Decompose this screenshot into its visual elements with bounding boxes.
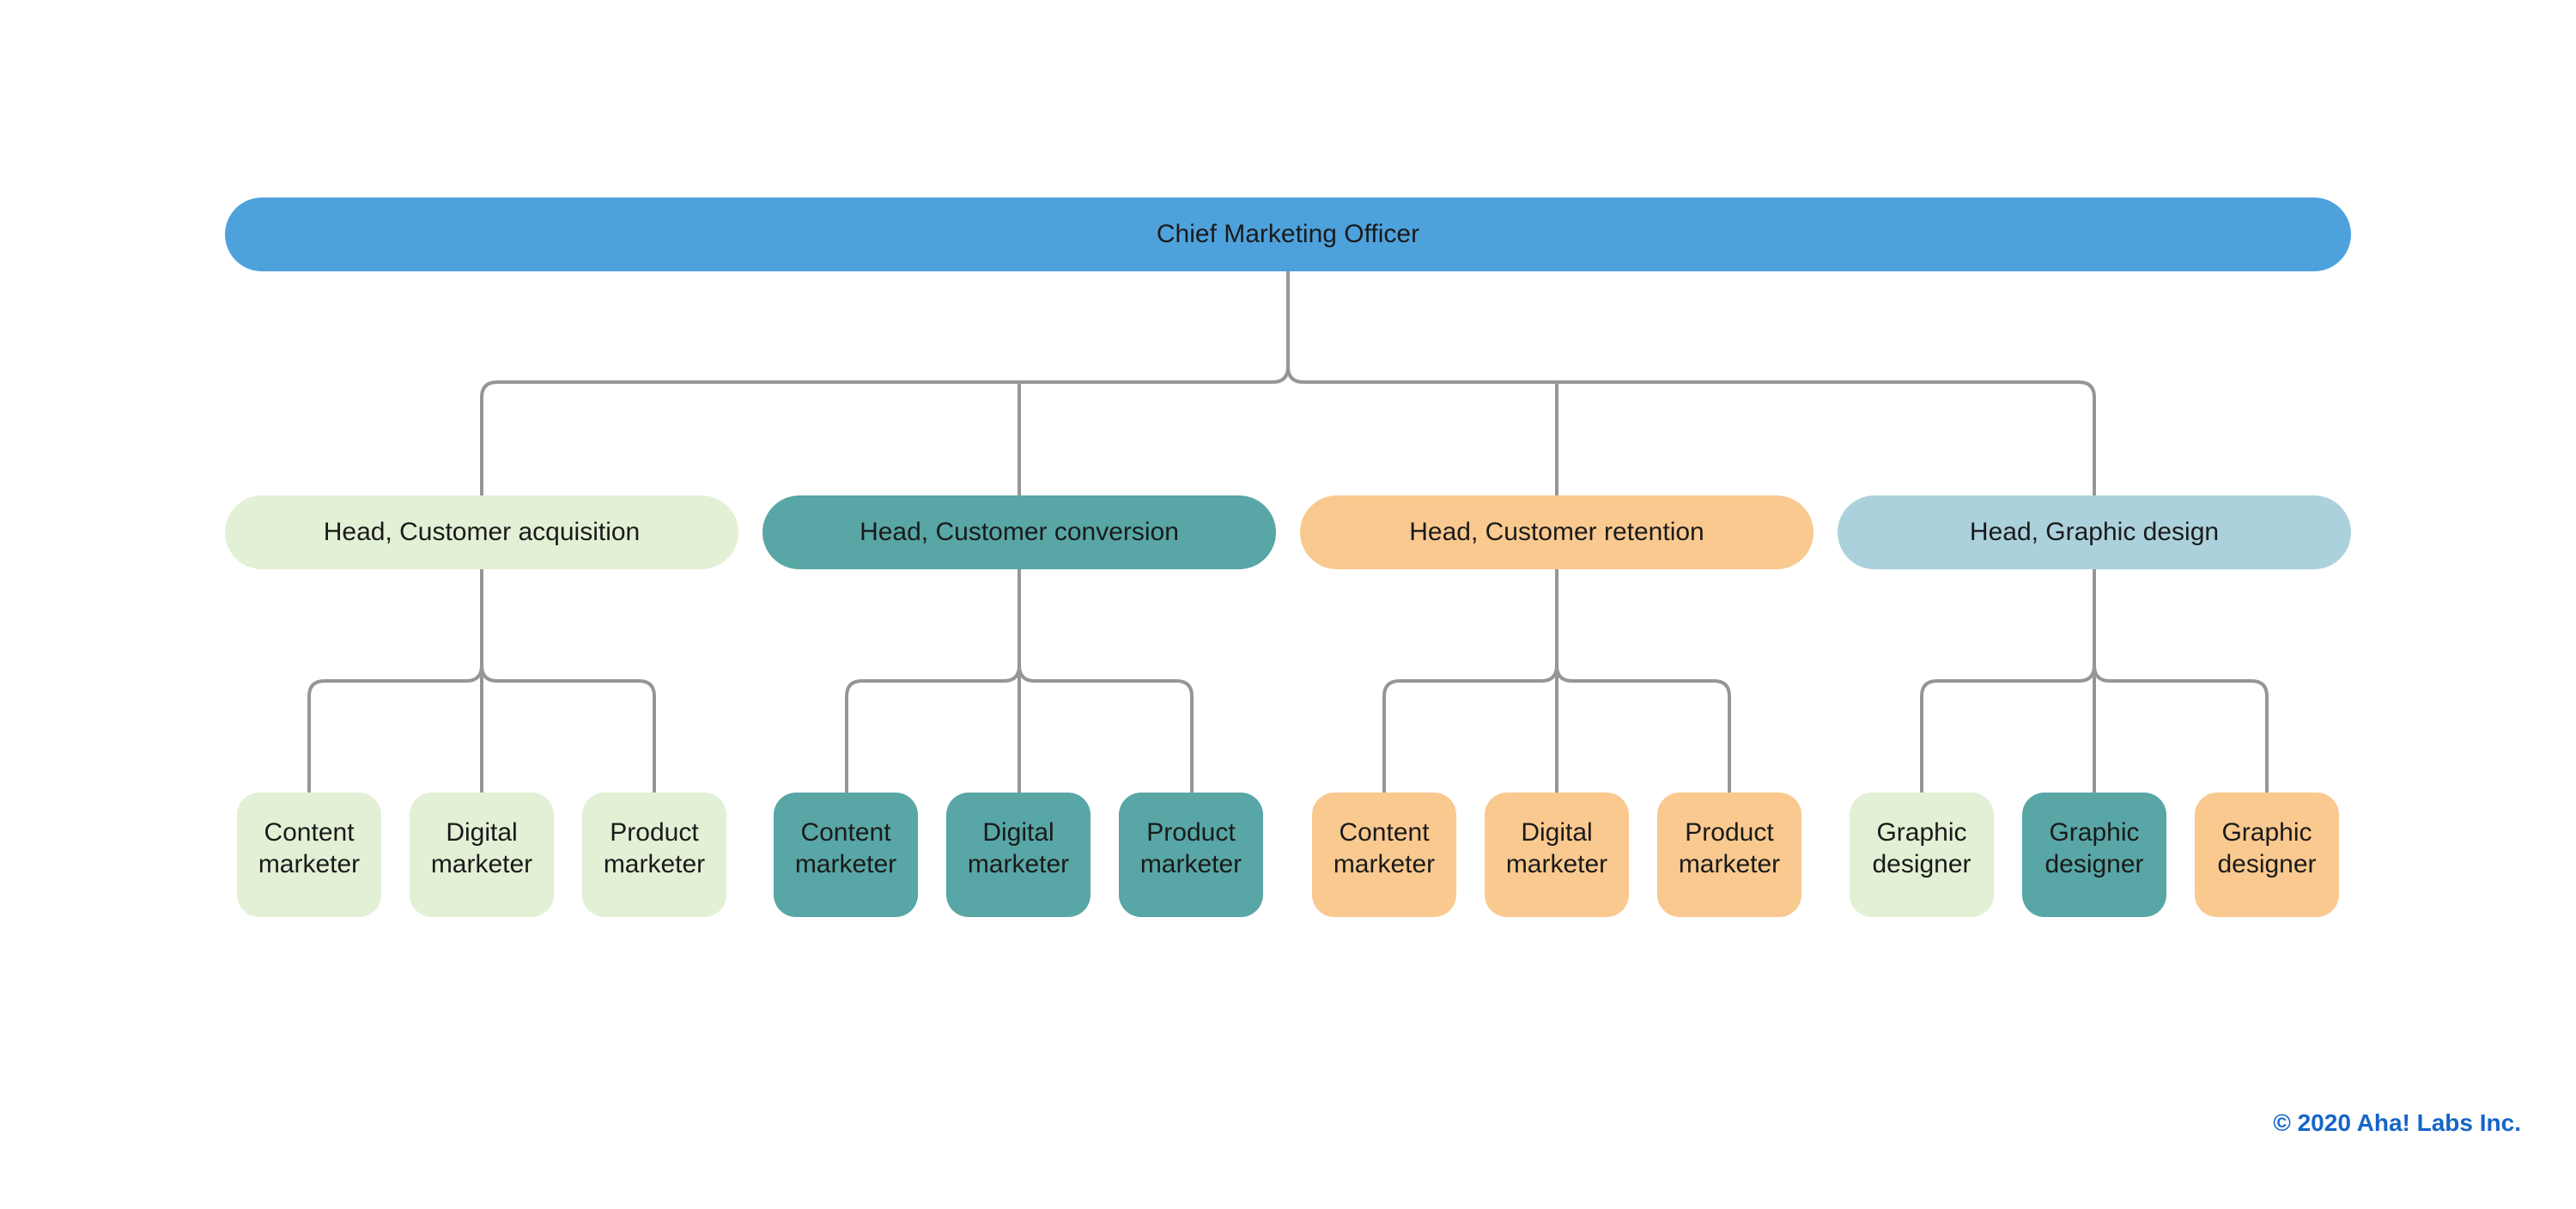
connector-root-right xyxy=(1286,271,2096,495)
node-design-graphic-designer-2: Graphic designer xyxy=(2022,793,2166,917)
connector-g4-left xyxy=(1920,569,2096,793)
node-retention-content-marketer: Content marketer xyxy=(1312,793,1456,917)
node-acquisition-content-marketer: Content marketer xyxy=(237,793,381,917)
connector-g4-right xyxy=(2093,569,2269,793)
node-conversion-content-marketer: Content marketer xyxy=(774,793,918,917)
node-acquisition-digital-marketer: Digital marketer xyxy=(410,793,554,917)
node-head-customer-conversion: Head, Customer conversion xyxy=(762,495,1276,569)
connector-g3-right xyxy=(1555,569,1731,793)
connector-g2-left xyxy=(845,569,1021,793)
connector-g1-right xyxy=(480,569,656,793)
node-chief-marketing-officer: Chief Marketing Officer xyxy=(225,197,2351,271)
connector-g1-left xyxy=(307,569,483,793)
node-design-graphic-designer-3: Graphic designer xyxy=(2195,793,2339,917)
node-head-customer-acquisition: Head, Customer acquisition xyxy=(225,495,738,569)
connector-root-left xyxy=(480,271,1290,495)
node-conversion-digital-marketer: Digital marketer xyxy=(946,793,1091,917)
node-head-graphic-design: Head, Graphic design xyxy=(1838,495,2351,569)
node-conversion-product-marketer: Product marketer xyxy=(1119,793,1263,917)
connector-g2-right xyxy=(1018,569,1194,793)
node-retention-digital-marketer: Digital marketer xyxy=(1485,793,1629,917)
copyright-text: © 2020 Aha! Labs Inc. xyxy=(2273,1109,2521,1136)
connector-g3-left xyxy=(1382,569,1558,793)
node-retention-product-marketer: Product marketer xyxy=(1657,793,1801,917)
node-head-customer-retention: Head, Customer retention xyxy=(1300,495,1814,569)
node-acquisition-product-marketer: Product marketer xyxy=(582,793,726,917)
node-design-graphic-designer-1: Graphic designer xyxy=(1850,793,1994,917)
